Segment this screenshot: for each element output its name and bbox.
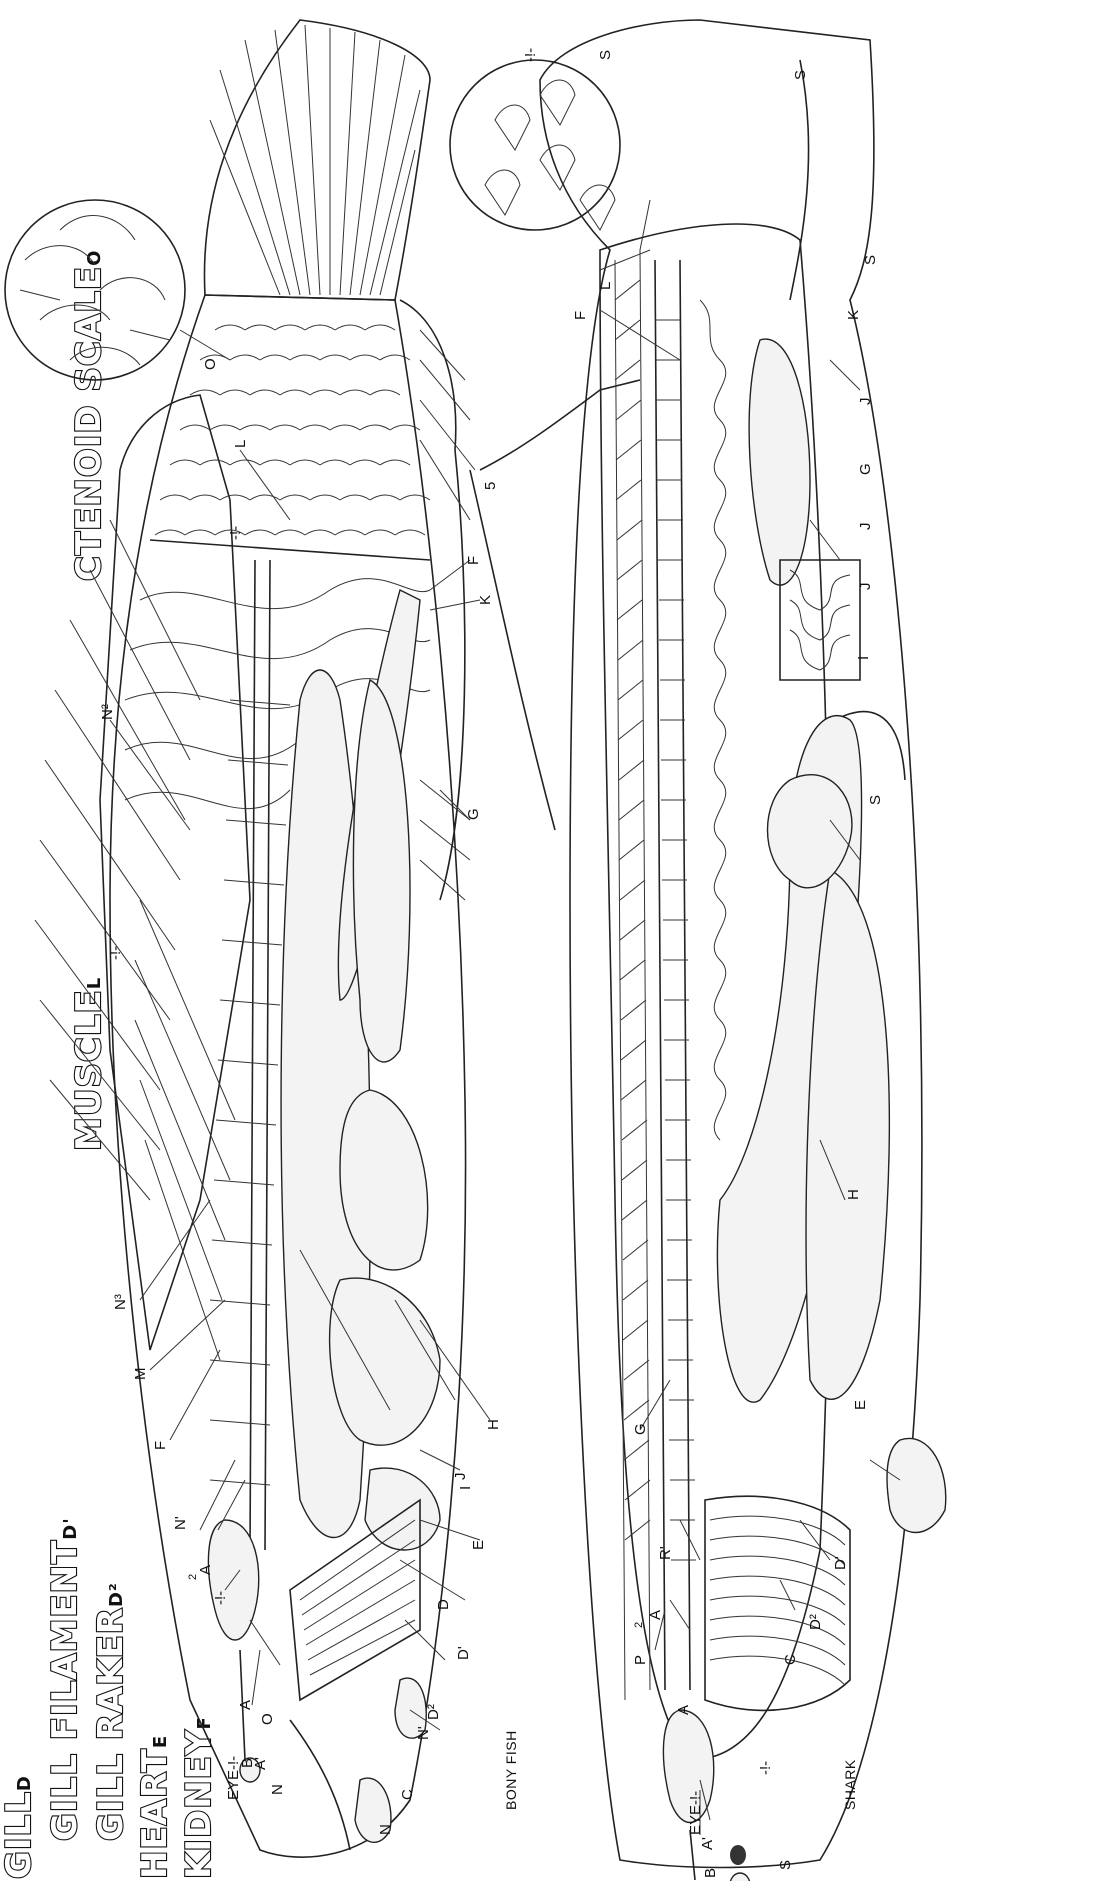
placoid-scale-magnifier [450, 60, 620, 230]
bony-fish-spine [250, 560, 255, 1550]
label-e: E [470, 1540, 487, 1550]
label-n3: N³ [112, 1294, 129, 1310]
legend-item-gill-filament: GILL FILAMENTD' [45, 1517, 85, 1841]
label-o: O [259, 1713, 276, 1725]
legend: GILLD GILL FILAMENTD' GILL RAKERD² HEART… [0, 250, 219, 1879]
label-f-right: F [465, 556, 482, 565]
label-l-muscle: L [232, 440, 249, 448]
label-eye: EYE-!- [687, 1791, 704, 1835]
label-h: H [845, 1189, 862, 1200]
label-n2: N² [99, 704, 116, 720]
shark-eye [730, 1873, 750, 1881]
caption-shark: SHARK [842, 1759, 858, 1810]
label-superscript-2: 2 [187, 1574, 199, 1580]
label-f-kidney: F [152, 1441, 169, 1450]
label-h: H [485, 1419, 502, 1430]
label-n-2: N [377, 1824, 394, 1835]
legend-item-heart: HEARTE [135, 1735, 175, 1879]
label-d-prime: D' [832, 1556, 849, 1570]
label-n-prime: N' [172, 1516, 189, 1530]
label-j: J [452, 1473, 469, 1481]
label-d2: D² [807, 1614, 824, 1630]
label-m: M [132, 1368, 149, 1381]
label-f: F [572, 311, 589, 320]
label-b: B [702, 1868, 719, 1878]
bony-fish-scale-pattern [155, 325, 430, 535]
label-j-3: J [857, 583, 874, 591]
shark-gills [705, 1496, 850, 1710]
bony-fish-heart [365, 1468, 440, 1550]
label-superscript-2: 2 [633, 1622, 645, 1628]
label-a: A [237, 1700, 254, 1710]
label-a: A [675, 1705, 692, 1715]
label-i: I [855, 656, 872, 660]
legend-item-kidney: KIDNEYF [179, 1716, 219, 1879]
label-e: E [852, 1400, 869, 1410]
label-dorsal-nerve: -!- [107, 946, 124, 960]
label-marker-mid: -!- [227, 526, 244, 540]
label-k: K [845, 310, 862, 320]
label-c: C [399, 1789, 416, 1800]
shark-kidney [700, 300, 726, 1140]
legend-item-gill-raker: GILL RAKERD² [91, 1582, 131, 1841]
label-n-prime-2: N' [415, 1726, 432, 1740]
shark-spine [655, 260, 665, 1690]
label-l: L [597, 282, 614, 290]
label-j-2: J [857, 523, 874, 531]
label-b: B [239, 1758, 256, 1768]
label-r-prime: R' [657, 1546, 674, 1560]
shark-heart [887, 1438, 946, 1532]
label-5: 5 [482, 482, 499, 490]
caption-bony-fish: BONY FISH [503, 1730, 519, 1810]
label-d2: D² [425, 1704, 442, 1720]
label-s-2: S [792, 70, 809, 80]
label-nerve-cord: -!- [212, 1591, 229, 1605]
bony-fish-muscle-boundary [150, 540, 430, 560]
label-j-1: J [857, 398, 874, 406]
label-s-5: S [777, 1860, 794, 1870]
label-s-3: S [862, 255, 879, 265]
label-d: D [435, 1599, 452, 1610]
shark-drawing: EYE-!- A' A P A 2 R' G F L S S S S -!- K… [450, 20, 946, 1881]
legend-item-ctenoid-scale: CTENOID SCALEO [69, 250, 109, 581]
label-nerve-cord: -!- [757, 1761, 774, 1775]
legend-item-muscle: MUSCLEL [69, 977, 109, 1151]
label-c: C [782, 1654, 799, 1665]
label-o-scale: O [202, 358, 219, 370]
label-g-2: G [857, 463, 874, 475]
label-p: P [632, 1655, 649, 1665]
label-g: G [632, 1423, 649, 1435]
label-g: G [465, 808, 482, 820]
label-d-prime: D' [455, 1646, 472, 1660]
legend-item-gill: GILLD [0, 1775, 39, 1879]
shark-nostril [730, 1845, 746, 1865]
shark-caudal-fin [790, 60, 809, 300]
label-i: I [457, 1486, 474, 1490]
label-a-prime: A' [699, 1837, 716, 1850]
label-s-1: S [597, 50, 614, 60]
label-marker-top: -!- [522, 48, 539, 62]
label-n: N [269, 1784, 286, 1795]
label-s-4: S [867, 795, 884, 805]
bony-fish-tail-fin [204, 20, 430, 300]
bony-fish-intestine [330, 1278, 440, 1445]
label-a-2: A [197, 1565, 214, 1575]
label-a-2: A [647, 1610, 664, 1620]
shark-rectal-gland [749, 339, 810, 585]
label-k: K [477, 595, 494, 605]
